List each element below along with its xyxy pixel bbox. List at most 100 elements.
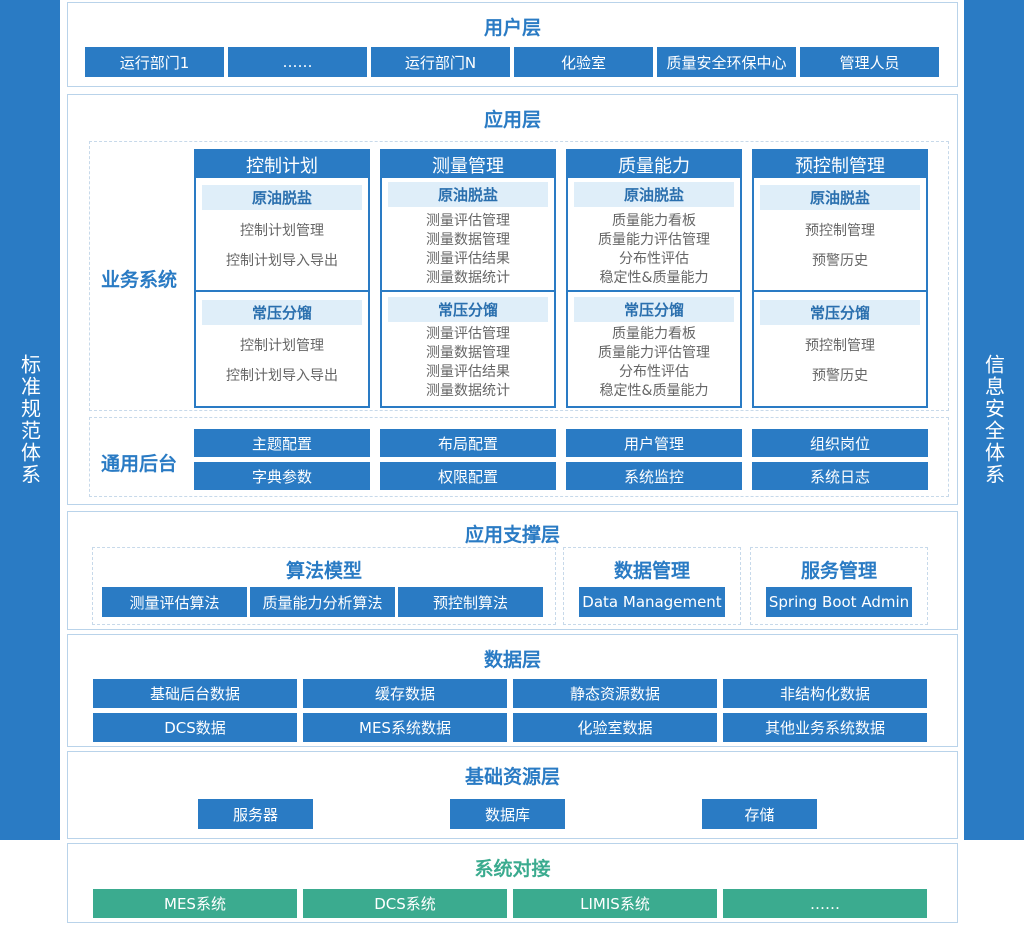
algo-item: 预控制算法 — [398, 587, 543, 617]
section-item: 分布性评估 — [619, 364, 689, 380]
business-column: 质量能力 原油脱盐 质量能力看板 质量能力评估管理 分布性评估 稳定性&质量能力… — [566, 149, 742, 408]
data-item: 基础后台数据 — [93, 679, 297, 708]
integration-item: …… — [723, 889, 927, 918]
section-head: 原油脱盐 — [760, 185, 920, 210]
section-item: 预警历史 — [812, 253, 868, 269]
section-item: 质量能力看板 — [612, 213, 696, 229]
integration-item: MES系统 — [93, 889, 297, 918]
user-item: 质量安全环保中心 — [657, 47, 796, 77]
section-item: 测量评估结果 — [426, 364, 510, 380]
section-item: 稳定性&质量能力 — [599, 270, 709, 286]
section-item: 测量数据管理 — [426, 232, 510, 248]
general-item: 主题配置 — [194, 429, 370, 457]
section-head: 常压分馏 — [388, 297, 548, 322]
algo-item: 质量能力分析算法 — [250, 587, 395, 617]
integration-item: LIMIS系统 — [513, 889, 717, 918]
data-layer: 数据层 基础后台数据 缓存数据 静态资源数据 非结构化数据 DCS数据 MES系… — [67, 634, 958, 747]
infra-item: 存储 — [702, 799, 817, 829]
data-mgmt-item: Data Management — [579, 587, 725, 617]
infra-layer-title: 基础资源层 — [464, 766, 560, 788]
section-head: 原油脱盐 — [574, 182, 734, 207]
section-head: 原油脱盐 — [388, 182, 548, 207]
section-item: 控制计划导入导出 — [226, 253, 338, 269]
section-head: 常压分馏 — [760, 300, 920, 325]
general-backend-area — [89, 417, 949, 497]
business-system-label: 业务系统 — [101, 269, 178, 291]
business-system-area — [89, 141, 949, 411]
service-mgmt-area — [750, 547, 928, 625]
integration-layer: 系统对接 MES系统 DCS系统 LIMIS系统 …… — [67, 843, 958, 923]
general-item: 用户管理 — [566, 429, 742, 457]
general-item: 组织岗位 — [752, 429, 928, 457]
infra-item: 数据库 — [450, 799, 565, 829]
integration-layer-title: 系统对接 — [474, 858, 551, 880]
column-title: 控制计划 — [196, 151, 368, 178]
column-divider — [568, 290, 740, 292]
section-item: 稳定性&质量能力 — [599, 383, 709, 399]
section-item: 质量能力评估管理 — [598, 345, 710, 361]
section-head: 原油脱盐 — [202, 185, 362, 210]
service-mgmt-title: 服务管理 — [800, 560, 877, 582]
general-item: 系统日志 — [752, 462, 928, 490]
data-mgmt-area — [563, 547, 741, 625]
right-sidebar: 信息安全体系 — [964, 0, 1024, 840]
section-item: 测量评估结果 — [426, 251, 510, 267]
column-title: 测量管理 — [382, 151, 554, 178]
section-item: 控制计划导入导出 — [226, 368, 338, 384]
infra-layer: 基础资源层 服务器 数据库 存储 — [67, 751, 958, 839]
business-column: 预控制管理 原油脱盐 预控制管理 预警历史 常压分馏 预控制管理 预警历史 — [752, 149, 928, 408]
data-item: MES系统数据 — [303, 713, 507, 742]
app-layer-title: 应用层 — [483, 109, 541, 131]
data-mgmt-title: 数据管理 — [613, 560, 690, 582]
user-item: 管理人员 — [800, 47, 939, 77]
general-item: 布局配置 — [380, 429, 556, 457]
section-item: 测量数据统计 — [426, 270, 510, 286]
business-column: 控制计划 原油脱盐 控制计划管理 控制计划导入导出 常压分馏 控制计划管理 控制… — [194, 149, 370, 408]
left-sidebar: 标准规范体系 — [0, 0, 60, 840]
app-layer: 应用层 业务系统 控制计划 原油脱盐 控制计划管理 控制计划导入导出 常压分馏 … — [67, 94, 958, 505]
left-sidebar-label: 标准规范体系 — [17, 354, 42, 486]
user-item: 运行部门N — [371, 47, 510, 77]
section-item: 测量数据统计 — [426, 383, 510, 399]
column-title: 预控制管理 — [754, 151, 926, 178]
section-item: 质量能力看板 — [612, 326, 696, 342]
user-item: …… — [228, 47, 367, 77]
section-item: 控制计划管理 — [240, 223, 324, 239]
section-item: 测量数据管理 — [426, 345, 510, 361]
user-item: 运行部门1 — [85, 47, 224, 77]
service-mgmt-item: Spring Boot Admin — [766, 587, 912, 617]
user-layer-title: 用户层 — [483, 17, 541, 39]
integration-item: DCS系统 — [303, 889, 507, 918]
data-item: 其他业务系统数据 — [723, 713, 927, 742]
business-column: 测量管理 原油脱盐 测量评估管理 测量数据管理 测量评估结果 测量数据统计 常压… — [380, 149, 556, 408]
section-item: 预警历史 — [812, 368, 868, 384]
algo-item: 测量评估算法 — [102, 587, 247, 617]
section-item: 测量评估管理 — [426, 213, 510, 229]
data-item: 静态资源数据 — [513, 679, 717, 708]
user-layer: 用户层 运行部门1 …… 运行部门N 化验室 质量安全环保中心 管理人员 — [67, 2, 958, 87]
algo-title: 算法模型 — [285, 560, 362, 582]
data-layer-title: 数据层 — [483, 649, 541, 671]
support-layer-title: 应用支撑层 — [464, 524, 560, 546]
section-item: 控制计划管理 — [240, 338, 324, 354]
section-item: 预控制管理 — [805, 338, 875, 354]
data-item: 化验室数据 — [513, 713, 717, 742]
infra-item: 服务器 — [198, 799, 313, 829]
column-divider — [382, 290, 554, 292]
data-item: DCS数据 — [93, 713, 297, 742]
general-item: 字典参数 — [194, 462, 370, 490]
section-item: 分布性评估 — [619, 251, 689, 267]
column-divider — [196, 290, 368, 292]
general-item: 权限配置 — [380, 462, 556, 490]
general-item: 系统监控 — [566, 462, 742, 490]
section-item: 质量能力评估管理 — [598, 232, 710, 248]
user-item: 化验室 — [514, 47, 653, 77]
section-item: 测量评估管理 — [426, 326, 510, 342]
section-head: 常压分馏 — [202, 300, 362, 325]
column-title: 质量能力 — [568, 151, 740, 178]
data-item: 非结构化数据 — [723, 679, 927, 708]
section-head: 常压分馏 — [574, 297, 734, 322]
algo-area — [92, 547, 556, 625]
right-sidebar-label: 信息安全体系 — [981, 354, 1006, 486]
data-item: 缓存数据 — [303, 679, 507, 708]
